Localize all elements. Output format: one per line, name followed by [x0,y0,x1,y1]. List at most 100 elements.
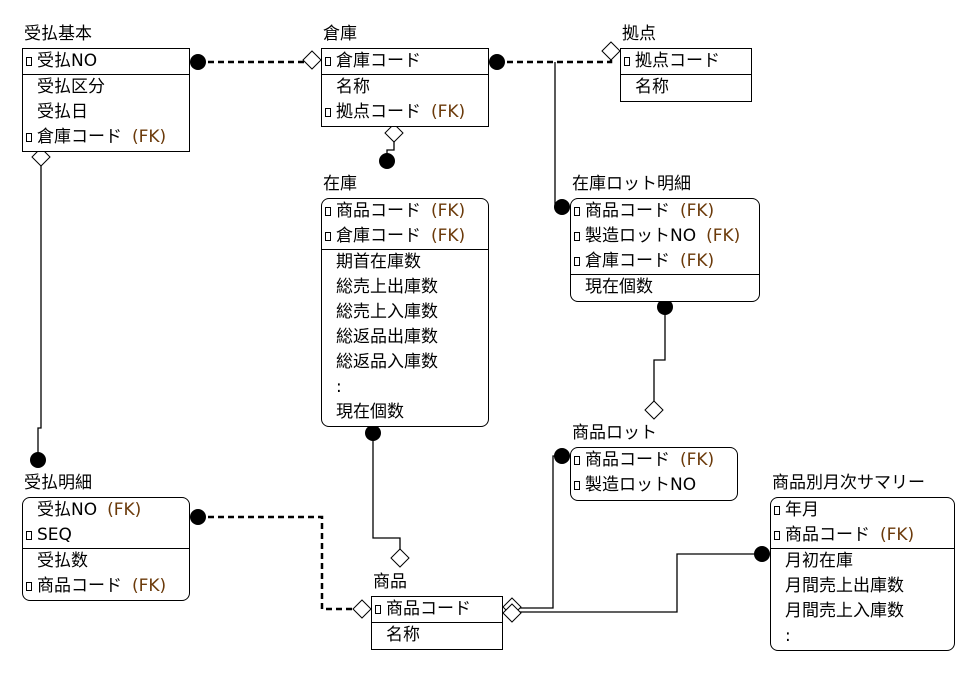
attribute-row[interactable]: : [322,375,488,400]
attribute-section: 受払数商品コード (FK) [23,549,189,599]
attribute-row[interactable]: 現在個数 [571,275,759,300]
attribute-row[interactable]: 商品コード [372,597,502,622]
attribute-row[interactable]: 受払NO(FK) [23,498,189,523]
attribute-row[interactable]: 倉庫コード(FK) [322,224,488,249]
attribute-row[interactable]: 拠点コード(FK) [322,100,488,125]
many-endpoint-dot-icon [554,448,570,464]
attribute-row[interactable]: 月間売上出庫数 [771,574,954,599]
attribute-name: 現在個数 [585,277,653,297]
entity-title: 商品 [373,572,407,592]
attribute-row[interactable]: 受払日 [23,100,189,125]
many-endpoint-dot-icon [30,452,46,468]
attribute-row[interactable]: 名称 [372,623,502,648]
relationship-zaiko-shohin [372,433,401,558]
key-icon [624,57,630,66]
key-icon [26,133,32,142]
attribute-row[interactable]: 期首在庫数 [322,250,488,275]
attribute-name: SEQ [37,525,72,545]
attribute-row[interactable]: 製造ロットNO(FK) [571,224,759,249]
foreign-key-label: (FK) [132,576,167,596]
attribute-row[interactable]: 総返品出庫数 [322,325,488,350]
relationship-meisai-shohin [198,515,362,611]
attribute-name: 受払NO [37,500,98,520]
entity-souko[interactable]: 倉庫倉庫コード名称拠点コード(FK) [321,24,489,127]
key-icon [325,232,331,241]
primary-key-section: 受払NO [23,49,189,75]
foreign-key-label: (FK) [431,201,466,221]
entity-title: 受払基本 [24,24,92,44]
entity-title: 在庫 [323,174,357,194]
entity-shohin-lot[interactable]: 商品ロット商品コード(FK)製造ロットNO [570,423,738,501]
attribute-section: 名称 [621,75,751,100]
foreign-key-label: (FK) [706,226,741,246]
primary-key-section: 倉庫コード [322,49,488,75]
key-icon [26,531,32,540]
entity-box: 年月商品コード(FK)月初在庫月間売上出庫数月間売上入庫数: [770,497,955,651]
attribute-name: 名称 [336,77,370,97]
attribute-row[interactable]: 倉庫コード(FK) [23,125,189,150]
many-endpoint-dot-icon [554,199,570,215]
optional-diamond-icon [302,50,322,70]
entity-title: 商品ロット [572,423,657,443]
entity-box: 商品コード(FK)製造ロットNO(FK)倉庫コード(FK)現在個数 [570,198,760,302]
optional-diamond-icon [601,41,621,61]
entity-kyoten[interactable]: 拠点拠点コード名称 [620,24,752,102]
attribute-row[interactable]: 名称 [621,75,751,100]
attribute-row[interactable]: 受払区分 [23,75,189,100]
attribute-row[interactable]: 名称 [322,75,488,100]
attribute-row[interactable]: : [771,624,954,649]
attribute-row[interactable]: 受払NO [23,49,189,74]
attribute-row[interactable]: 商品コード(FK) [571,448,737,473]
attribute-row[interactable]: 現在個数 [322,400,488,425]
attribute-row[interactable]: 倉庫コード(FK) [571,249,759,274]
attribute-section: 月初在庫月間売上出庫数月間売上入庫数: [771,549,954,649]
attribute-row[interactable]: 製造ロットNO [571,473,737,498]
attribute-row[interactable]: 商品コード (FK) [23,574,189,599]
attribute-name: 名称 [635,77,669,97]
attribute-row[interactable]: 年月 [771,498,954,523]
entity-ukebarai-meisai[interactable]: 受払明細受払NO(FK)SEQ 受払数商品コード (FK) [22,473,190,601]
attribute-row[interactable]: 受払数 [23,549,189,574]
attribute-row[interactable]: 総売上出庫数 [322,275,488,300]
attribute-name: 商品コード [37,576,122,596]
entity-title: 受払明細 [24,473,92,493]
many-endpoint-dot-icon [489,54,505,70]
key-icon [325,207,331,216]
attribute-row[interactable]: 総売上入庫数 [322,300,488,325]
attribute-row[interactable]: 月初在庫 [771,549,954,574]
key-icon [574,232,580,241]
optional-diamond-icon [390,548,410,568]
attribute-row[interactable]: 月間売上入庫数 [771,599,954,624]
attribute-row[interactable]: 商品コード(FK) [771,523,954,548]
primary-key-section: 商品コード(FK)製造ロットNO(FK)倉庫コード(FK) [571,199,759,275]
entity-zaiko-lot-meisai[interactable]: 在庫ロット明細商品コード(FK)製造ロットNO(FK)倉庫コード(FK)現在個数 [570,174,760,302]
relationship-shohin-monthly [512,553,762,613]
key-icon [574,207,580,216]
attribute-name: 現在個数 [336,402,404,422]
optional-diamond-icon [352,599,372,619]
attribute-row[interactable]: 拠点コード [621,49,751,74]
attribute-row[interactable]: 商品コード(FK) [571,199,759,224]
primary-key-section: 拠点コード [621,49,751,75]
relationship-lotmeisai-shohinlot [653,307,666,410]
entity-zaiko[interactable]: 在庫商品コード(FK)倉庫コード(FK)期首在庫数総売上出庫数総売上入庫数総返品… [321,174,489,427]
entity-box: 倉庫コード名称拠点コード(FK) [321,48,489,127]
key-icon [325,57,331,66]
attribute-name: 総売上入庫数 [336,302,438,322]
attribute-name: 総売上出庫数 [336,277,438,297]
attribute-row[interactable]: SEQ [23,523,189,548]
foreign-key-label: (FK) [680,251,715,271]
attribute-row[interactable]: 倉庫コード [322,49,488,74]
attribute-row[interactable]: 総返品入庫数 [322,350,488,375]
many-endpoint-dot-icon [190,509,206,525]
attribute-name: 総返品出庫数 [336,327,438,347]
key-icon [26,57,32,66]
attribute-row[interactable]: 商品コード(FK) [322,199,488,224]
attribute-name: 受払日 [37,102,88,122]
entity-shohin-monthly[interactable]: 商品別月次サマリー年月商品コード(FK)月初在庫月間売上出庫数月間売上入庫数: [770,473,955,651]
entity-shohin[interactable]: 商品商品コード名称 [371,572,503,650]
entity-box: 商品コード(FK)製造ロットNO [570,447,738,501]
attribute-name: : [336,377,342,397]
